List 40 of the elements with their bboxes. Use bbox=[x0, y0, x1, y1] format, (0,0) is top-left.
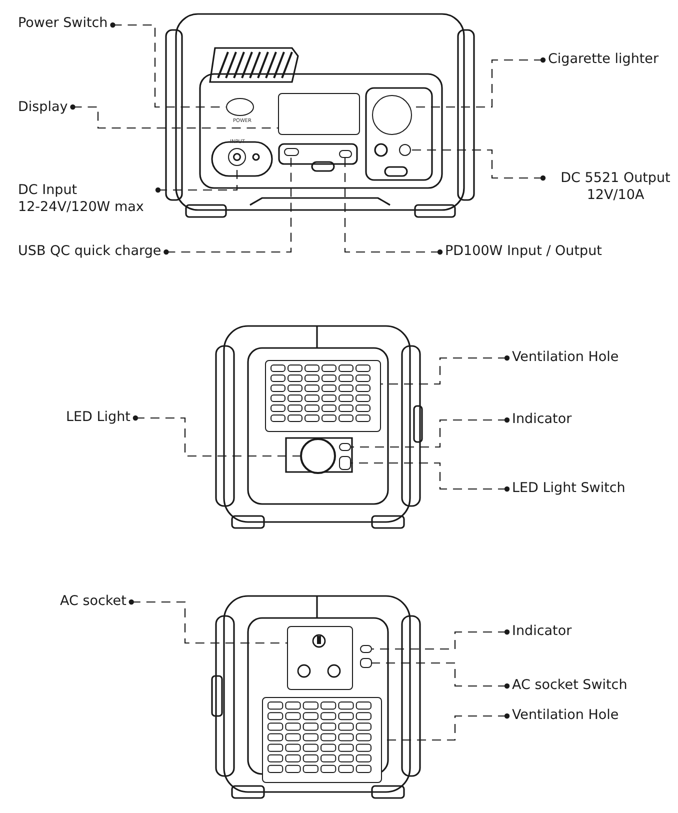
dc-input-port bbox=[228, 148, 246, 166]
lighter-socket bbox=[372, 95, 412, 135]
callout-label: AC socket Switch bbox=[512, 677, 628, 694]
leader-line bbox=[351, 417, 510, 448]
callout-label: DC Input 12-24V/120W max bbox=[18, 182, 153, 216]
led-lamp bbox=[300, 438, 336, 474]
outlet-switch bbox=[360, 658, 372, 668]
leader-line bbox=[164, 156, 292, 255]
leader-line bbox=[372, 662, 510, 689]
callout-label: Ventilation Hole bbox=[512, 349, 619, 366]
ventilation-grille bbox=[265, 360, 381, 432]
ventilation-grille bbox=[262, 697, 382, 783]
power-button bbox=[226, 98, 254, 116]
callout-label: PD100W Input / Output bbox=[445, 243, 602, 260]
ac-outlet bbox=[287, 626, 353, 690]
callout-label: DC 5521 Output 12V/10A bbox=[548, 170, 678, 204]
usb-c-port bbox=[339, 150, 352, 158]
callout-label: Display bbox=[18, 99, 68, 116]
callout-label: Cigarette lighter bbox=[548, 51, 659, 68]
leader-line bbox=[132, 415, 300, 457]
leader-line bbox=[372, 629, 510, 650]
leader-line bbox=[381, 355, 510, 385]
callout-label: USB QC quick charge bbox=[18, 243, 162, 260]
dc-output-port bbox=[399, 144, 411, 156]
callout-label: Indicator bbox=[512, 623, 572, 640]
indicator-light bbox=[360, 645, 372, 653]
callout-label: Indicator bbox=[512, 411, 572, 428]
indicator-light bbox=[339, 443, 351, 451]
light-switch bbox=[339, 456, 351, 470]
leader-line bbox=[70, 104, 278, 129]
callout-label: Power Switch bbox=[18, 15, 108, 32]
leader-line bbox=[411, 149, 546, 181]
leader-line bbox=[351, 462, 510, 492]
leader-line bbox=[128, 599, 287, 644]
callout-label: AC socket bbox=[60, 593, 126, 610]
callout-label: LED Light Switch bbox=[512, 480, 626, 497]
usb-port bbox=[284, 148, 299, 156]
display-screen bbox=[278, 93, 360, 135]
callout-label: LED Light bbox=[66, 409, 130, 426]
callout-label: Ventilation Hole bbox=[512, 707, 619, 724]
